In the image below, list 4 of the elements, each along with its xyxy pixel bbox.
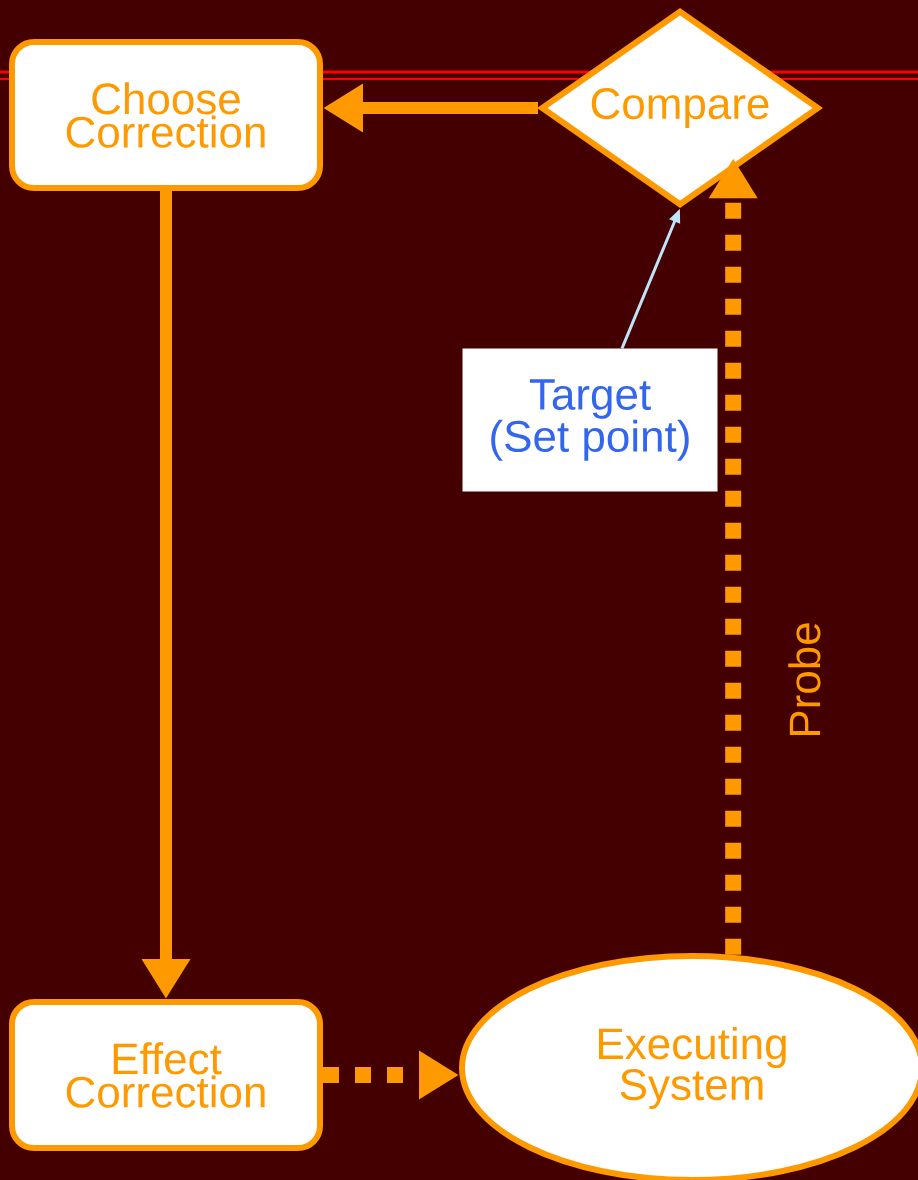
note-box: Target (Set point) bbox=[462, 348, 718, 492]
edge-label: Probe bbox=[788, 623, 821, 736]
process-box: Choose Correction bbox=[9, 39, 323, 191]
process-box: Effect Correction bbox=[9, 999, 323, 1151]
